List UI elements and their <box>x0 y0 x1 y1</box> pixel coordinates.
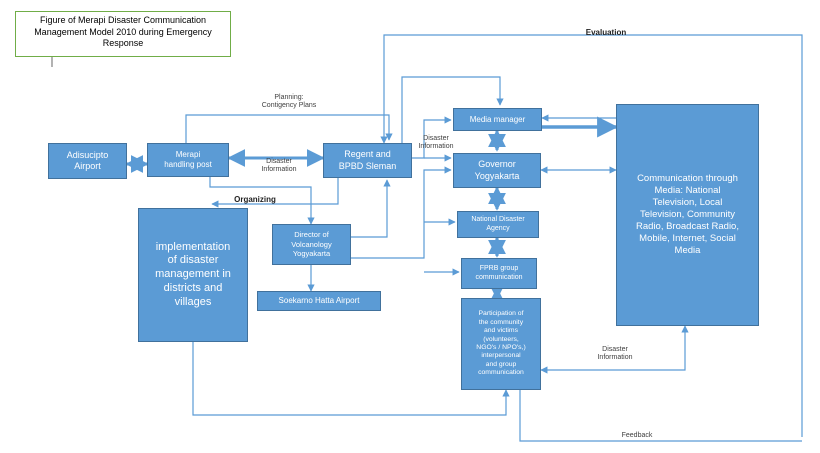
disaster-info-label-regent: Disaster Information <box>418 135 454 151</box>
planning-label: Planning: Contigency Plans <box>261 94 317 110</box>
planning-loop <box>185 114 393 143</box>
regent-to-media-manager <box>412 116 452 159</box>
fprb-group-node[interactable]: FPRB group communication <box>461 258 537 289</box>
merapi-to-volcanology <box>209 177 315 225</box>
soekarno-hatta-airport-node[interactable]: Soekarno Hatta Airport <box>257 291 381 311</box>
disaster-info-label-participation: Disaster Information <box>597 346 633 362</box>
merapi-handling-post-node[interactable]: Merapi handling post <box>147 143 229 177</box>
feedback-loop <box>519 390 802 442</box>
implementation-node[interactable]: implementation of disaster management in… <box>138 208 248 342</box>
participation-node[interactable]: Participation of the community and victi… <box>461 298 541 390</box>
disaster-info-label-merapi: Disaster Information <box>261 158 297 174</box>
participation-comm-link <box>540 325 689 374</box>
implementation-to-participation <box>192 342 510 416</box>
adisucipto-airport-node[interactable]: Adisucipto Airport <box>48 143 127 179</box>
media-manager-node[interactable]: Media manager <box>453 108 542 131</box>
regent-upper-link <box>401 76 504 143</box>
organizing-line <box>211 178 339 208</box>
regent-bpbd-node[interactable]: Regent and BPBD Sleman <box>323 143 412 178</box>
national-disaster-agency-node[interactable]: National Disaster Agency <box>457 211 539 238</box>
organizing-label: Organizing <box>234 195 276 204</box>
governor-node[interactable]: Governor Yogyakarta <box>453 153 541 188</box>
evaluation-loop <box>380 34 803 437</box>
communication-media-node[interactable]: Communication through Media: National Te… <box>616 104 759 326</box>
volcanology-director-node[interactable]: Director of Volcanology Yogyakarta <box>272 224 351 265</box>
volcanology-to-agencies <box>351 166 452 259</box>
figure-title: Figure of Merapi Disaster Communication … <box>15 11 231 57</box>
feedback-label: Feedback <box>621 432 653 439</box>
evaluation-label: Evaluation <box>585 28 627 37</box>
volcanology-to-regent <box>351 179 391 238</box>
